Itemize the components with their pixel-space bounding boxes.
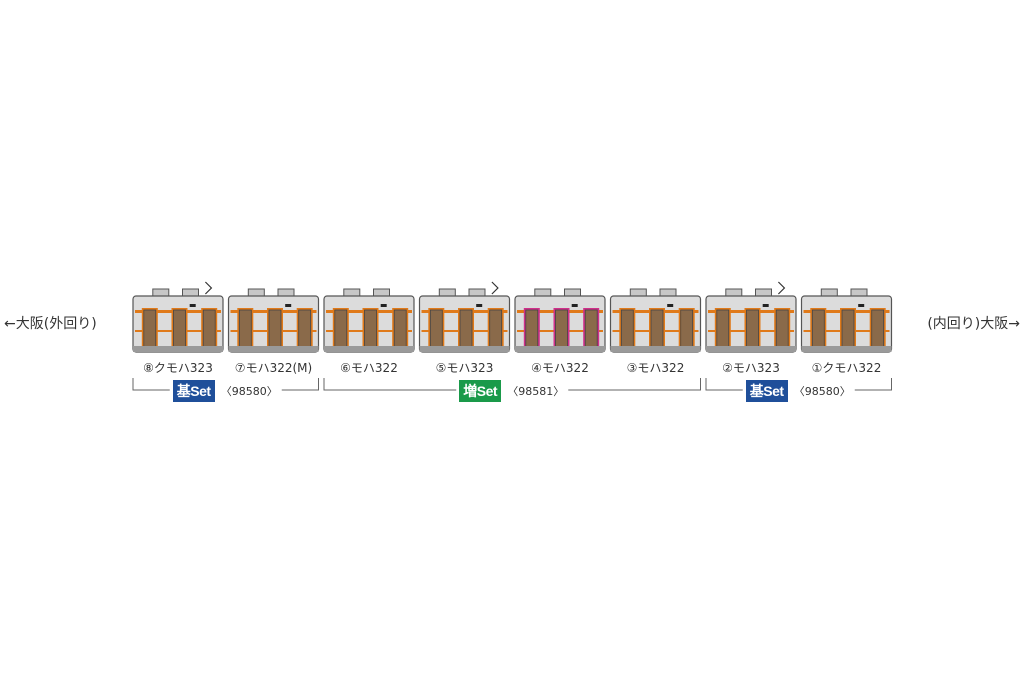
car-skirt — [706, 346, 796, 352]
car-skirt — [419, 346, 510, 352]
set-badge: 増Set — [459, 380, 502, 402]
car-skirt — [801, 346, 892, 352]
door — [555, 309, 568, 349]
train-car — [132, 281, 224, 353]
door — [202, 309, 216, 349]
train-car — [705, 281, 797, 353]
train-car — [609, 288, 702, 353]
car-skirt — [324, 346, 414, 352]
pantograph — [491, 281, 499, 295]
car-label: ④モハ322 — [531, 361, 589, 375]
door — [334, 309, 348, 349]
door — [393, 309, 407, 349]
door — [429, 309, 443, 349]
door — [364, 309, 377, 349]
direction-left-label: ←大阪(外回り) — [4, 316, 97, 332]
door — [489, 309, 503, 349]
set-number: 〈98580〉 — [793, 385, 851, 398]
door — [716, 309, 730, 349]
car-label: ⑧クモハ323 — [143, 361, 213, 375]
door — [746, 309, 759, 349]
door — [650, 309, 664, 349]
set-number: 〈98581〉 — [507, 385, 565, 398]
door — [680, 309, 694, 349]
door — [620, 309, 634, 349]
door — [298, 309, 312, 349]
door — [525, 309, 539, 349]
window-marker — [858, 304, 865, 307]
car-skirt — [515, 346, 605, 352]
car-label: ⑤モハ323 — [435, 361, 494, 375]
train-car — [514, 288, 606, 353]
set-badge: 基Set — [172, 380, 215, 402]
car-label: ②モハ323 — [722, 361, 780, 375]
window-marker — [762, 304, 769, 307]
door — [143, 309, 157, 349]
direction-right-label: (内回り)大阪→ — [927, 316, 1020, 332]
window-marker — [571, 304, 578, 307]
window-marker — [189, 304, 196, 307]
window-marker — [380, 304, 387, 307]
door — [871, 309, 885, 349]
door — [841, 309, 855, 349]
car-label: ⑥モハ322 — [340, 361, 398, 375]
door — [584, 309, 598, 349]
set-number: 〈98580〉 — [220, 385, 278, 398]
door — [775, 309, 789, 349]
car-label: ⑦モハ322(M) — [234, 361, 313, 375]
door — [238, 309, 252, 349]
car-skirt — [228, 346, 319, 352]
window-marker — [285, 304, 292, 307]
door — [173, 309, 186, 349]
set-badge: 基Set — [745, 380, 788, 402]
train-car — [418, 281, 511, 353]
door — [268, 309, 282, 349]
train-car — [323, 288, 415, 353]
pantograph — [777, 281, 786, 295]
pantograph — [204, 281, 213, 295]
train-car — [227, 288, 320, 353]
window-marker — [667, 304, 674, 307]
car-skirt — [610, 346, 701, 352]
window-marker — [476, 304, 483, 307]
door — [811, 309, 825, 349]
car-label: ①クモハ322 — [811, 361, 882, 375]
car-label: ③モハ322 — [626, 361, 685, 375]
door — [459, 309, 473, 349]
train-car — [800, 288, 893, 353]
car-skirt — [133, 346, 223, 352]
